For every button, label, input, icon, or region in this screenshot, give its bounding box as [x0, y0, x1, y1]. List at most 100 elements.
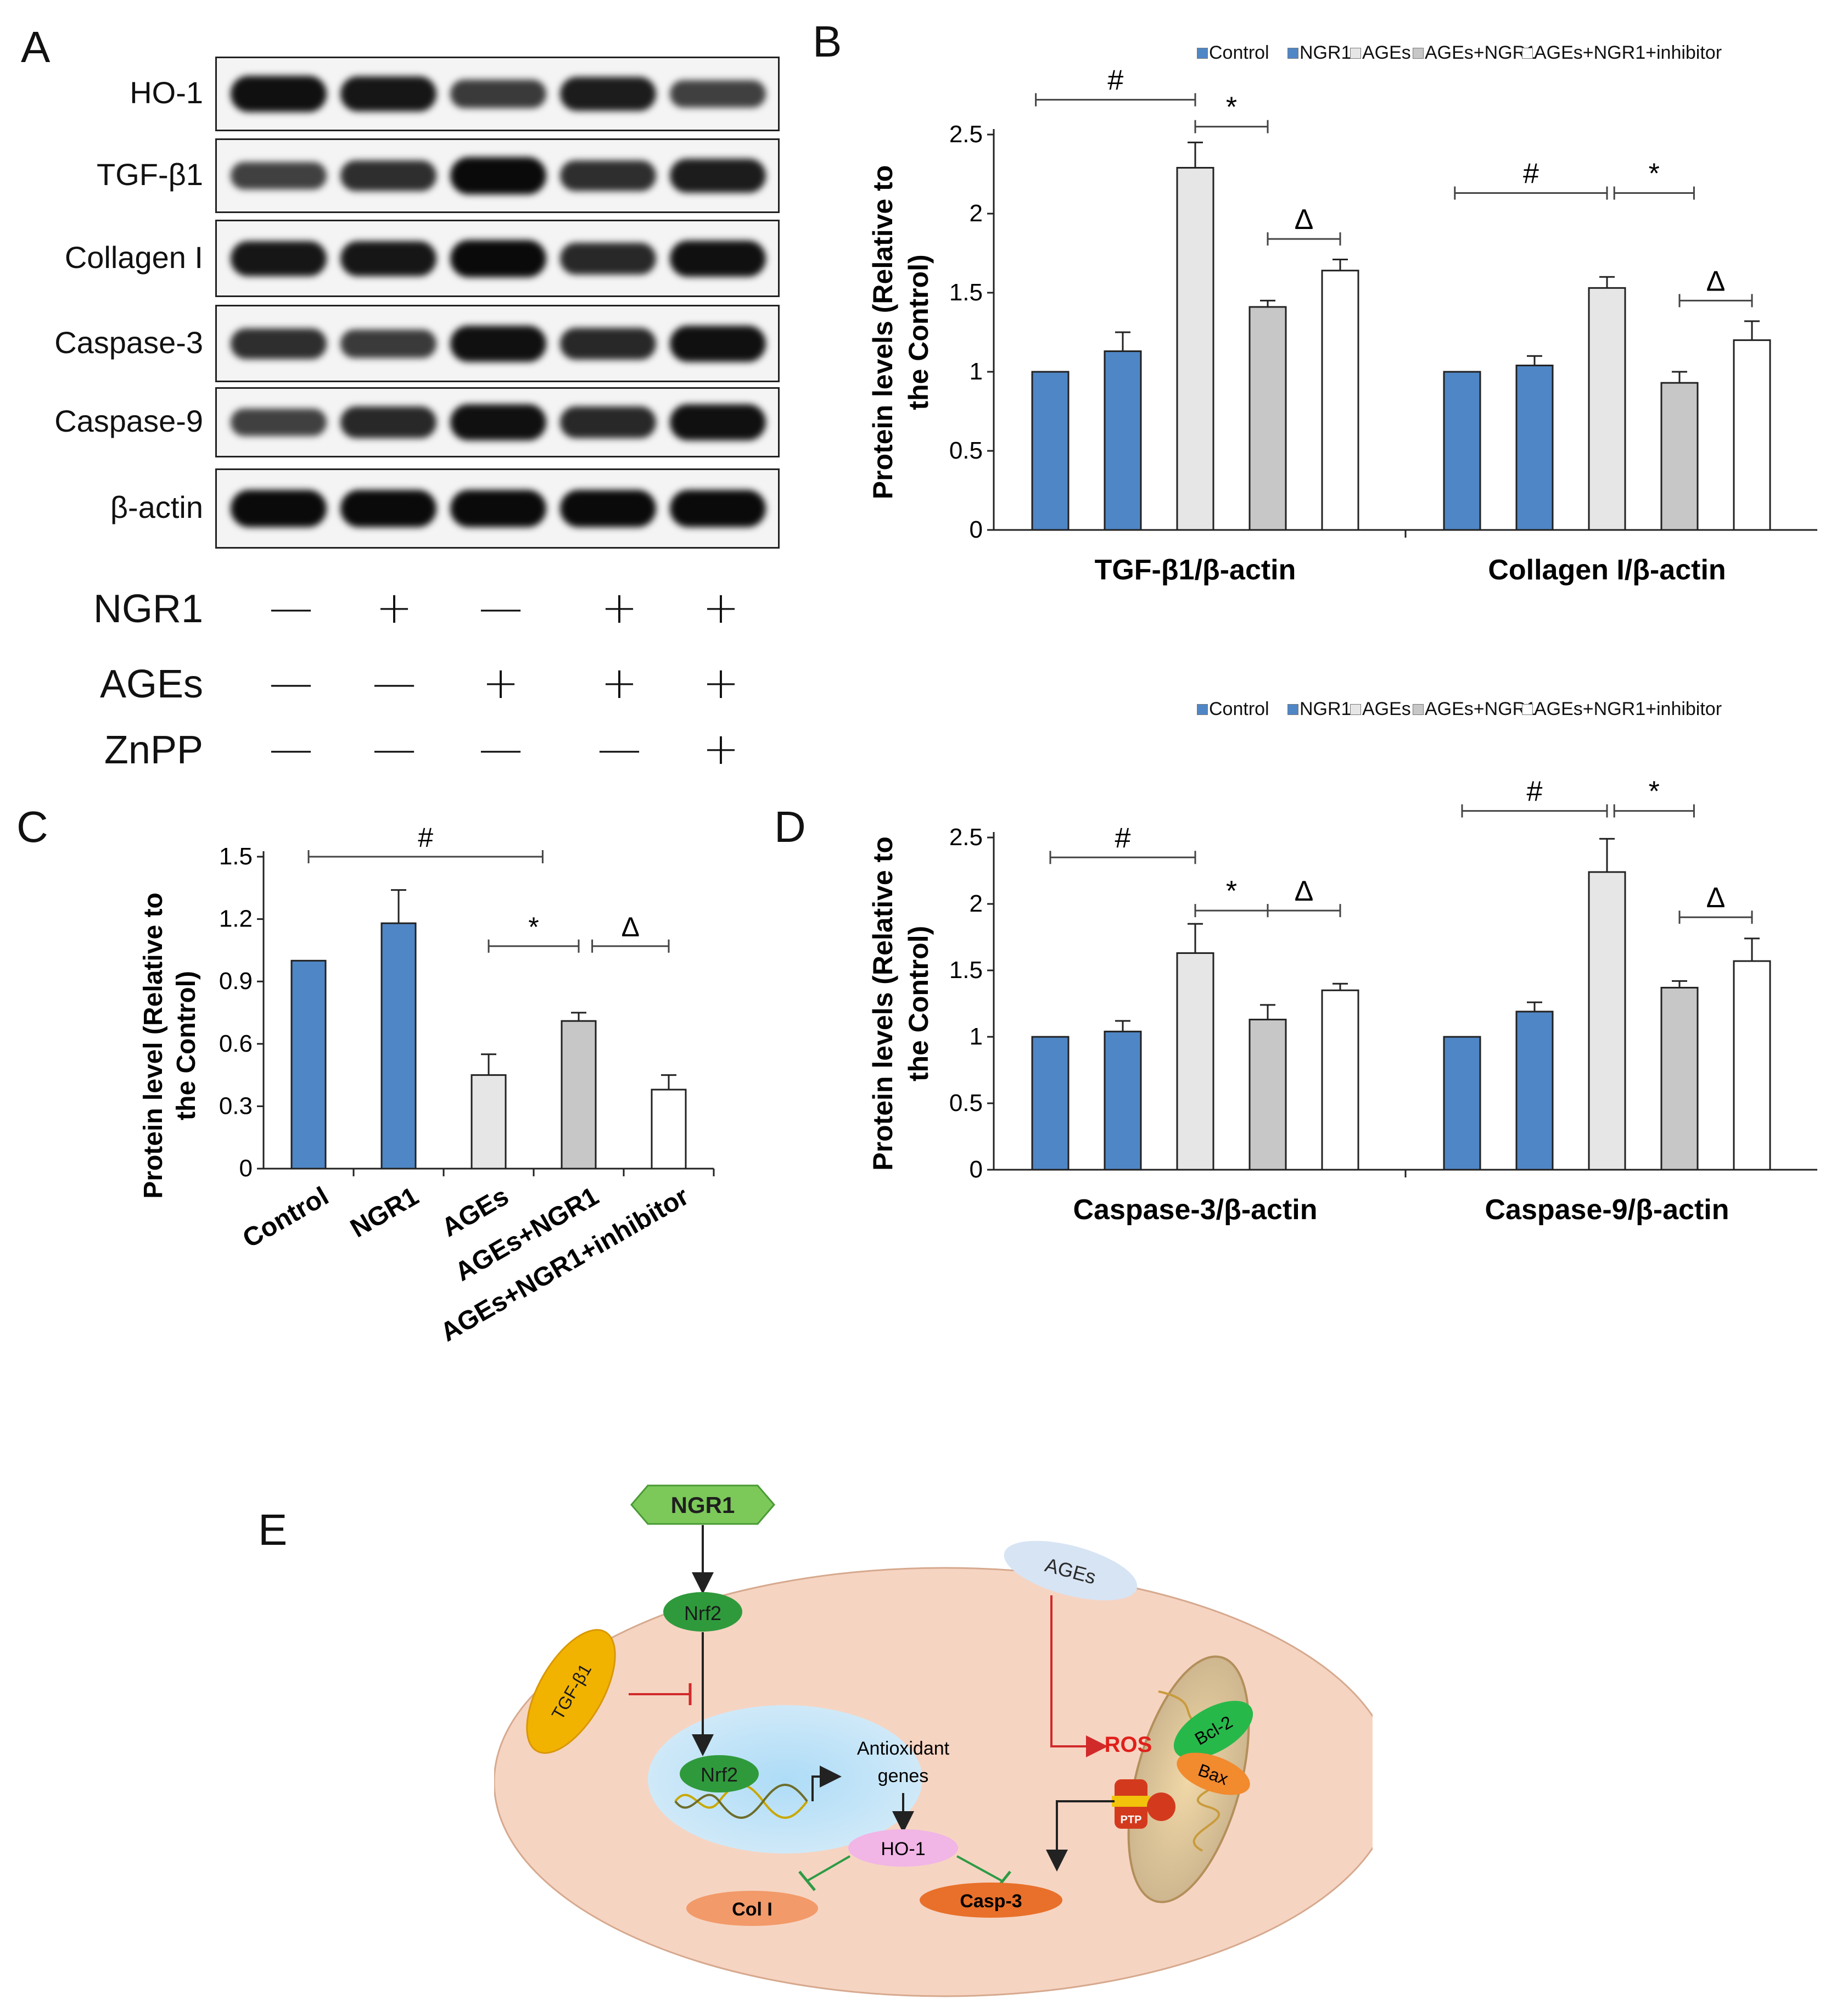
- condition-sign: +: [702, 657, 740, 708]
- y-tick-label: 1: [970, 1023, 983, 1050]
- y-tick-label: 0.3: [219, 1092, 253, 1119]
- y-tick-label: 1.5: [949, 279, 983, 306]
- bar: [1588, 871, 1626, 1171]
- legend-swatch: [1413, 48, 1424, 59]
- category-label: NGR1: [346, 1182, 424, 1244]
- blot-band: [560, 490, 656, 527]
- blot-strip: [215, 57, 780, 131]
- y-tick-label: 0: [970, 516, 983, 543]
- bar: [1248, 306, 1287, 531]
- blot-band: [450, 157, 546, 194]
- significance-mark: *: [1226, 92, 1237, 124]
- blot-band: [340, 490, 436, 527]
- panel-letter-b: B: [813, 17, 842, 66]
- bar: [1176, 952, 1214, 1171]
- blot-band: [231, 490, 327, 527]
- bar: [1660, 986, 1699, 1171]
- nrf2-nucleus: [680, 1755, 759, 1792]
- blot-band: [560, 327, 656, 360]
- ngr1-node: [630, 1484, 775, 1525]
- category-label: Control: [238, 1182, 333, 1254]
- blot-band: [670, 240, 766, 277]
- legend-swatch: [1197, 48, 1208, 59]
- y-axis-label: Protein level (Relative to: [139, 892, 168, 1199]
- legend-swatch: [1522, 48, 1533, 59]
- category-label: Caspase-9/β-actin: [1485, 1194, 1729, 1226]
- blot-row-label: Caspase-3: [54, 325, 203, 360]
- condition-label: AGEs: [99, 662, 203, 706]
- blot-band: [450, 80, 546, 108]
- legend-swatch: [1287, 48, 1298, 59]
- condition-label: NGR1: [93, 587, 203, 631]
- col-node: [686, 1891, 818, 1926]
- ptp-band: [1112, 1796, 1150, 1807]
- y-tick-label: 2: [970, 200, 983, 227]
- condition-sign: —: [372, 657, 416, 708]
- legend-label: AGEs: [1362, 699, 1411, 719]
- blot-band: [340, 160, 436, 191]
- bar: [1104, 1030, 1142, 1171]
- cytochrome-c: [1147, 1792, 1175, 1821]
- condition-sign: —: [269, 723, 313, 774]
- bar: [1321, 270, 1359, 531]
- condition-sign: +: [702, 723, 740, 774]
- y-tick-label: 1.2: [219, 906, 253, 932]
- bar: [471, 1074, 507, 1170]
- nrf2-cytoplasm: [663, 1592, 742, 1632]
- ages-node: [1004, 1540, 1138, 1601]
- significance-mark: #: [1115, 822, 1131, 854]
- blot-band: [670, 490, 766, 527]
- bar: [1733, 960, 1771, 1171]
- y-tick-label: 0.6: [219, 1030, 253, 1057]
- panel-letter-d: D: [774, 802, 806, 851]
- condition-sign: —: [597, 723, 641, 774]
- significance-mark: Δ: [1295, 204, 1314, 236]
- bar: [1104, 350, 1142, 531]
- ho1-node: [848, 1829, 958, 1867]
- blot-band: [670, 80, 766, 108]
- y-axis-label: Protein levels (Relative to: [867, 836, 898, 1171]
- legend-swatch: [1350, 704, 1361, 715]
- category-label: TGF-β1/β-actin: [1095, 554, 1296, 586]
- legend-label: AGEs+NGR1: [1425, 699, 1537, 719]
- significance-mark: *: [1649, 158, 1660, 190]
- panel-letter-c: C: [16, 802, 48, 851]
- y-tick-label: 1.5: [949, 957, 983, 984]
- nrf2-nucleus-label: Nrf2: [701, 1763, 738, 1786]
- legend-label: AGEs+NGR1: [1425, 42, 1537, 63]
- inhibit-bar-col: [798, 1870, 816, 1891]
- dna-strand-2: [674, 1784, 808, 1819]
- bar: [1031, 1036, 1070, 1171]
- legend-label: AGEs+NGR1+inhibitor: [1534, 42, 1722, 63]
- legend-swatch: [1350, 48, 1361, 59]
- bar: [561, 1020, 597, 1170]
- category-label: Collagen I/β-actin: [1488, 554, 1726, 586]
- y-tick-label: 2.5: [949, 121, 983, 148]
- bar: [1515, 1010, 1554, 1171]
- blot-band: [231, 409, 327, 436]
- y-tick-label: 1: [970, 358, 983, 385]
- significance-mark: #: [1523, 158, 1539, 190]
- antioxidant-genes-line1: Antioxidant: [857, 1738, 950, 1759]
- bar: [1733, 339, 1771, 531]
- significance-mark: *: [1226, 875, 1237, 907]
- blot-band: [231, 76, 327, 112]
- arrow-ages-ros: [1050, 1595, 1108, 1757]
- y-axis-label: Protein levels (Relative to: [867, 165, 898, 500]
- condition-sign: —: [269, 582, 313, 633]
- bar: [651, 1088, 687, 1170]
- col-label: Col I: [732, 1899, 772, 1920]
- significance-mark: #: [1527, 776, 1543, 808]
- legend-swatch: [1413, 704, 1424, 715]
- significance-mark: Δ: [1706, 265, 1726, 297]
- blot-band: [560, 160, 656, 191]
- y-axis-label-2: the Control): [903, 926, 934, 1081]
- y-axis-label-2: the Control): [172, 971, 201, 1120]
- blot-band: [450, 490, 546, 527]
- condition-sign: +: [482, 657, 519, 708]
- condition-sign: —: [479, 582, 523, 633]
